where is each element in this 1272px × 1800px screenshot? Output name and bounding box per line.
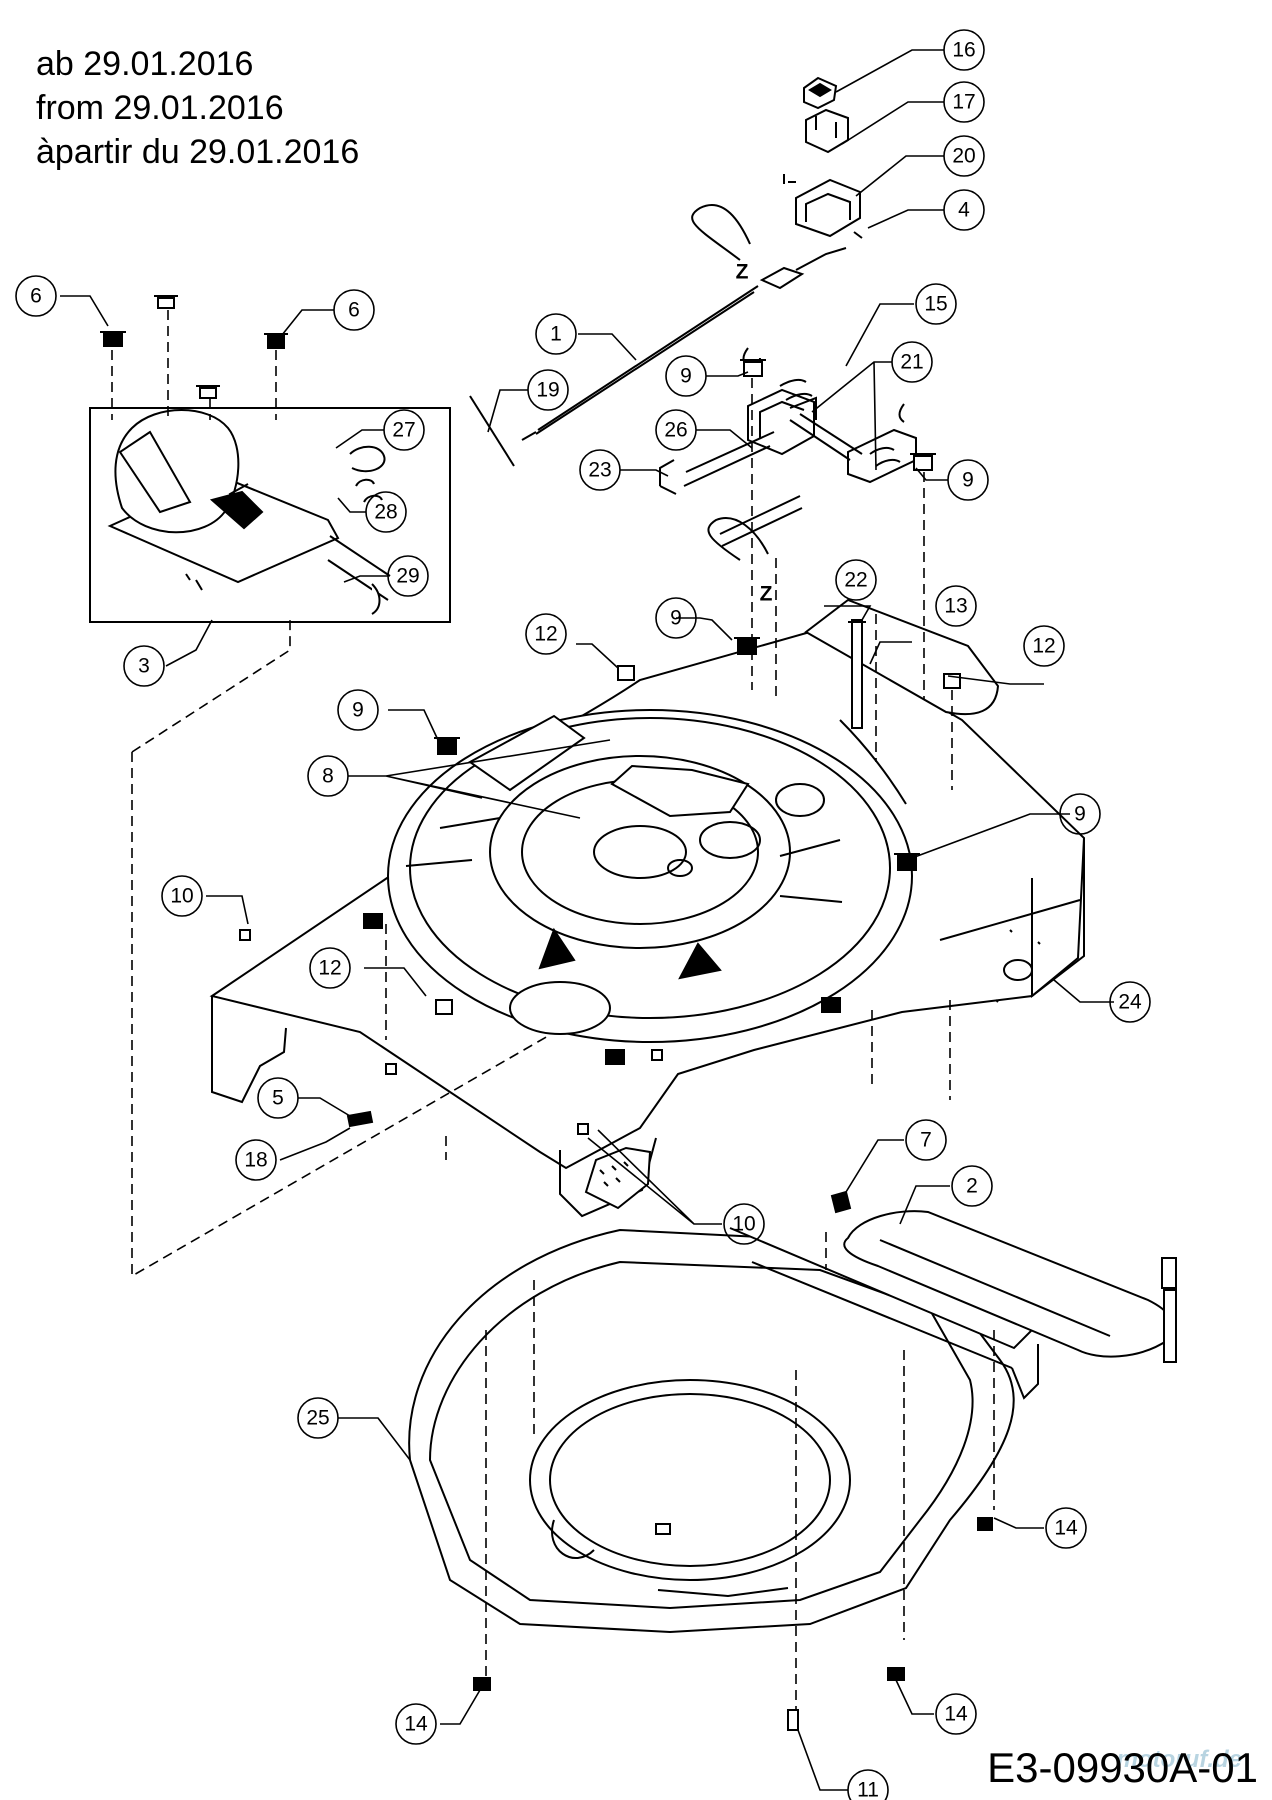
callout-label: 14 (404, 1713, 428, 1736)
callout-label: 28 (374, 501, 397, 524)
callout-label: 20 (952, 145, 975, 168)
callout-label: 9 (670, 607, 682, 630)
callout-label: 4 (958, 199, 970, 222)
date-line-german: ab 29.01.2016 (36, 45, 254, 83)
adjust-lever-drawing (843, 1210, 1177, 1363)
drawing-id: E3-09930A-01 (987, 1744, 1258, 1791)
z-marker: Z (760, 583, 773, 606)
mower-deck-drawing (209, 598, 1086, 1218)
callout-label: 22 (844, 569, 867, 592)
callout-label: 9 (680, 365, 692, 388)
switch-box-drawing (783, 76, 863, 239)
alignment-lines (111, 310, 995, 1710)
callout-label: 5 (272, 1087, 284, 1110)
callout-label: 6 (348, 299, 360, 322)
callout-label: 12 (534, 623, 557, 646)
callout-label: 9 (1074, 803, 1086, 826)
callout-label: 23 (588, 459, 611, 482)
callout-label: 7 (920, 1129, 932, 1152)
callout-label: 11 (857, 1779, 879, 1800)
callout-label: 10 (170, 885, 193, 908)
callout-label: 19 (536, 379, 559, 402)
rod-drawing (848, 619, 866, 729)
callout-label: 15 (924, 293, 947, 316)
cable-harness-drawing (469, 204, 847, 561)
callout-label: 25 (306, 1407, 329, 1430)
callout-label: 3 (138, 655, 150, 678)
callout-label: 27 (392, 419, 415, 442)
callout-label: 16 (952, 39, 975, 62)
callout-label: 14 (1054, 1517, 1078, 1540)
callout-label: 26 (664, 419, 687, 442)
fasteners (100, 295, 993, 1731)
callout-label: 12 (1032, 635, 1055, 658)
callout-label: 6 (30, 285, 42, 308)
handle-bracket-drawing (659, 347, 917, 547)
leader-lines (60, 49, 1114, 1791)
date-line-english: from 29.01.2016 (36, 89, 284, 127)
callout-label: 8 (322, 765, 334, 788)
date-note: ab 29.01.2016 from 29.01.2016 àpartir du… (36, 42, 359, 174)
z-marker: Z (736, 261, 749, 284)
callout-label: 21 (900, 351, 923, 374)
callout-label: 9 (962, 469, 974, 492)
callout-circles (15, 29, 1151, 1800)
callout-label: 2 (966, 1175, 978, 1198)
callout-label: 9 (352, 699, 364, 722)
callout-label: 14 (944, 1703, 968, 1726)
callout-label: 18 (244, 1149, 267, 1172)
callout-label: 12 (318, 957, 341, 980)
callout-label: 10 (732, 1213, 755, 1236)
callout-label: 17 (952, 91, 975, 114)
callout-label: 24 (1118, 991, 1142, 1014)
callout-labels: 16 17 20 4 15 21 1 19 9 26 23 9 6 6 27 2… (30, 39, 1142, 1800)
watermark-logo: motoruf.de (1116, 1746, 1242, 1773)
callout-label: 29 (396, 565, 419, 588)
callout-label: 1 (550, 323, 562, 346)
callout-label: 13 (944, 595, 967, 618)
date-line-french: àpartir du 29.01.2016 (36, 133, 360, 171)
